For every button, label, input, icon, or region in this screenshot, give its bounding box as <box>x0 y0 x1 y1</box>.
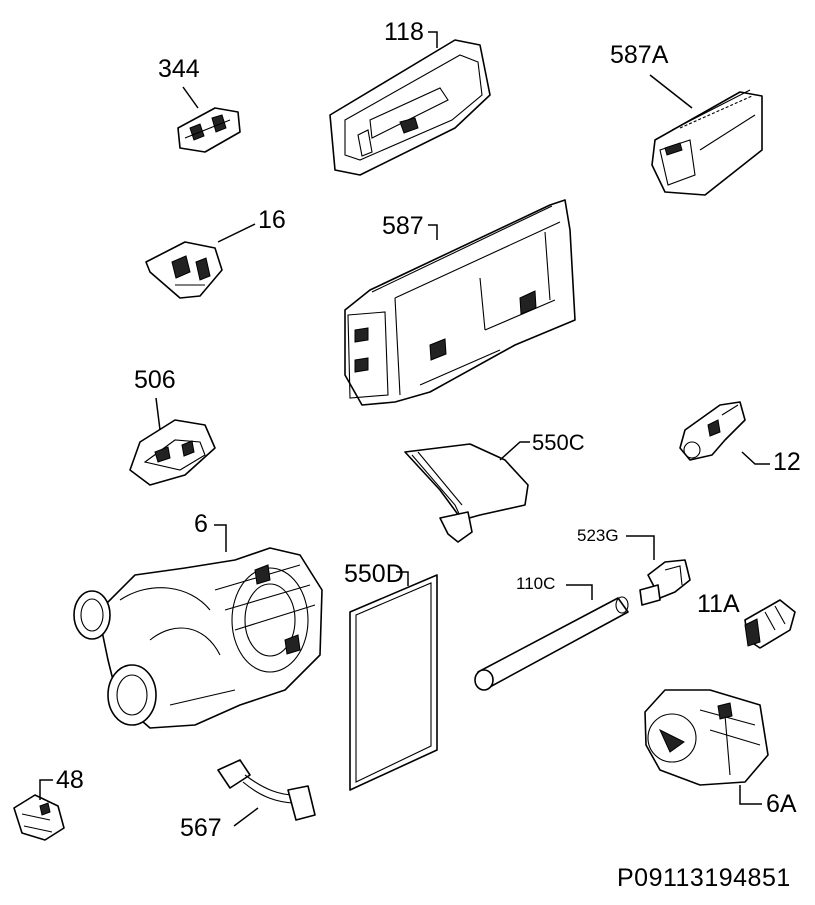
leader-344 <box>182 86 199 109</box>
part-48 <box>13 794 65 841</box>
label-6: 6 <box>194 510 208 538</box>
label-587A: 587A <box>610 41 669 69</box>
leader-16 <box>217 223 256 243</box>
label-118: 118 <box>384 18 424 46</box>
label-6A: 6A <box>766 790 797 818</box>
label-523G: 523G <box>577 526 619 545</box>
part-550D <box>349 574 438 791</box>
part-6A <box>644 689 769 786</box>
label-11A: 11A <box>697 590 740 618</box>
part-16 <box>145 241 223 299</box>
part-587 <box>344 199 576 406</box>
part-12 <box>679 401 746 461</box>
part-11A <box>744 599 796 649</box>
leader-506 <box>155 397 161 431</box>
leader-550C <box>499 441 530 461</box>
leader-48 <box>39 779 53 800</box>
part-344 <box>177 107 241 153</box>
label-48: 48 <box>56 766 84 794</box>
leader-110C <box>566 584 593 600</box>
leader-523G <box>626 535 655 560</box>
label-587: 587 <box>382 212 424 240</box>
label-16: 16 <box>258 206 286 234</box>
label-506: 506 <box>134 366 176 394</box>
diagram-code: P09113194851 <box>617 864 791 892</box>
part-587A <box>651 89 763 196</box>
leader-567 <box>233 807 259 827</box>
part-6 <box>73 547 323 729</box>
leader-12 <box>741 451 770 465</box>
label-550C: 550C <box>532 430 585 455</box>
leader-118 <box>428 31 438 48</box>
part-523G <box>639 559 691 606</box>
leader-550D <box>396 571 409 586</box>
part-550C <box>404 443 529 543</box>
part-506 <box>129 419 216 486</box>
label-344: 344 <box>158 55 200 83</box>
label-567: 567 <box>180 814 222 842</box>
label-12: 12 <box>773 448 801 476</box>
leader-587A <box>649 74 693 109</box>
leader-587 <box>428 224 438 240</box>
label-550D: 550D <box>344 560 404 588</box>
part-118 <box>329 39 491 176</box>
label-110C: 110C <box>516 574 555 593</box>
part-567 <box>217 759 316 821</box>
leader-6 <box>214 524 227 552</box>
part-110C <box>474 596 629 691</box>
leader-6A <box>739 785 762 805</box>
